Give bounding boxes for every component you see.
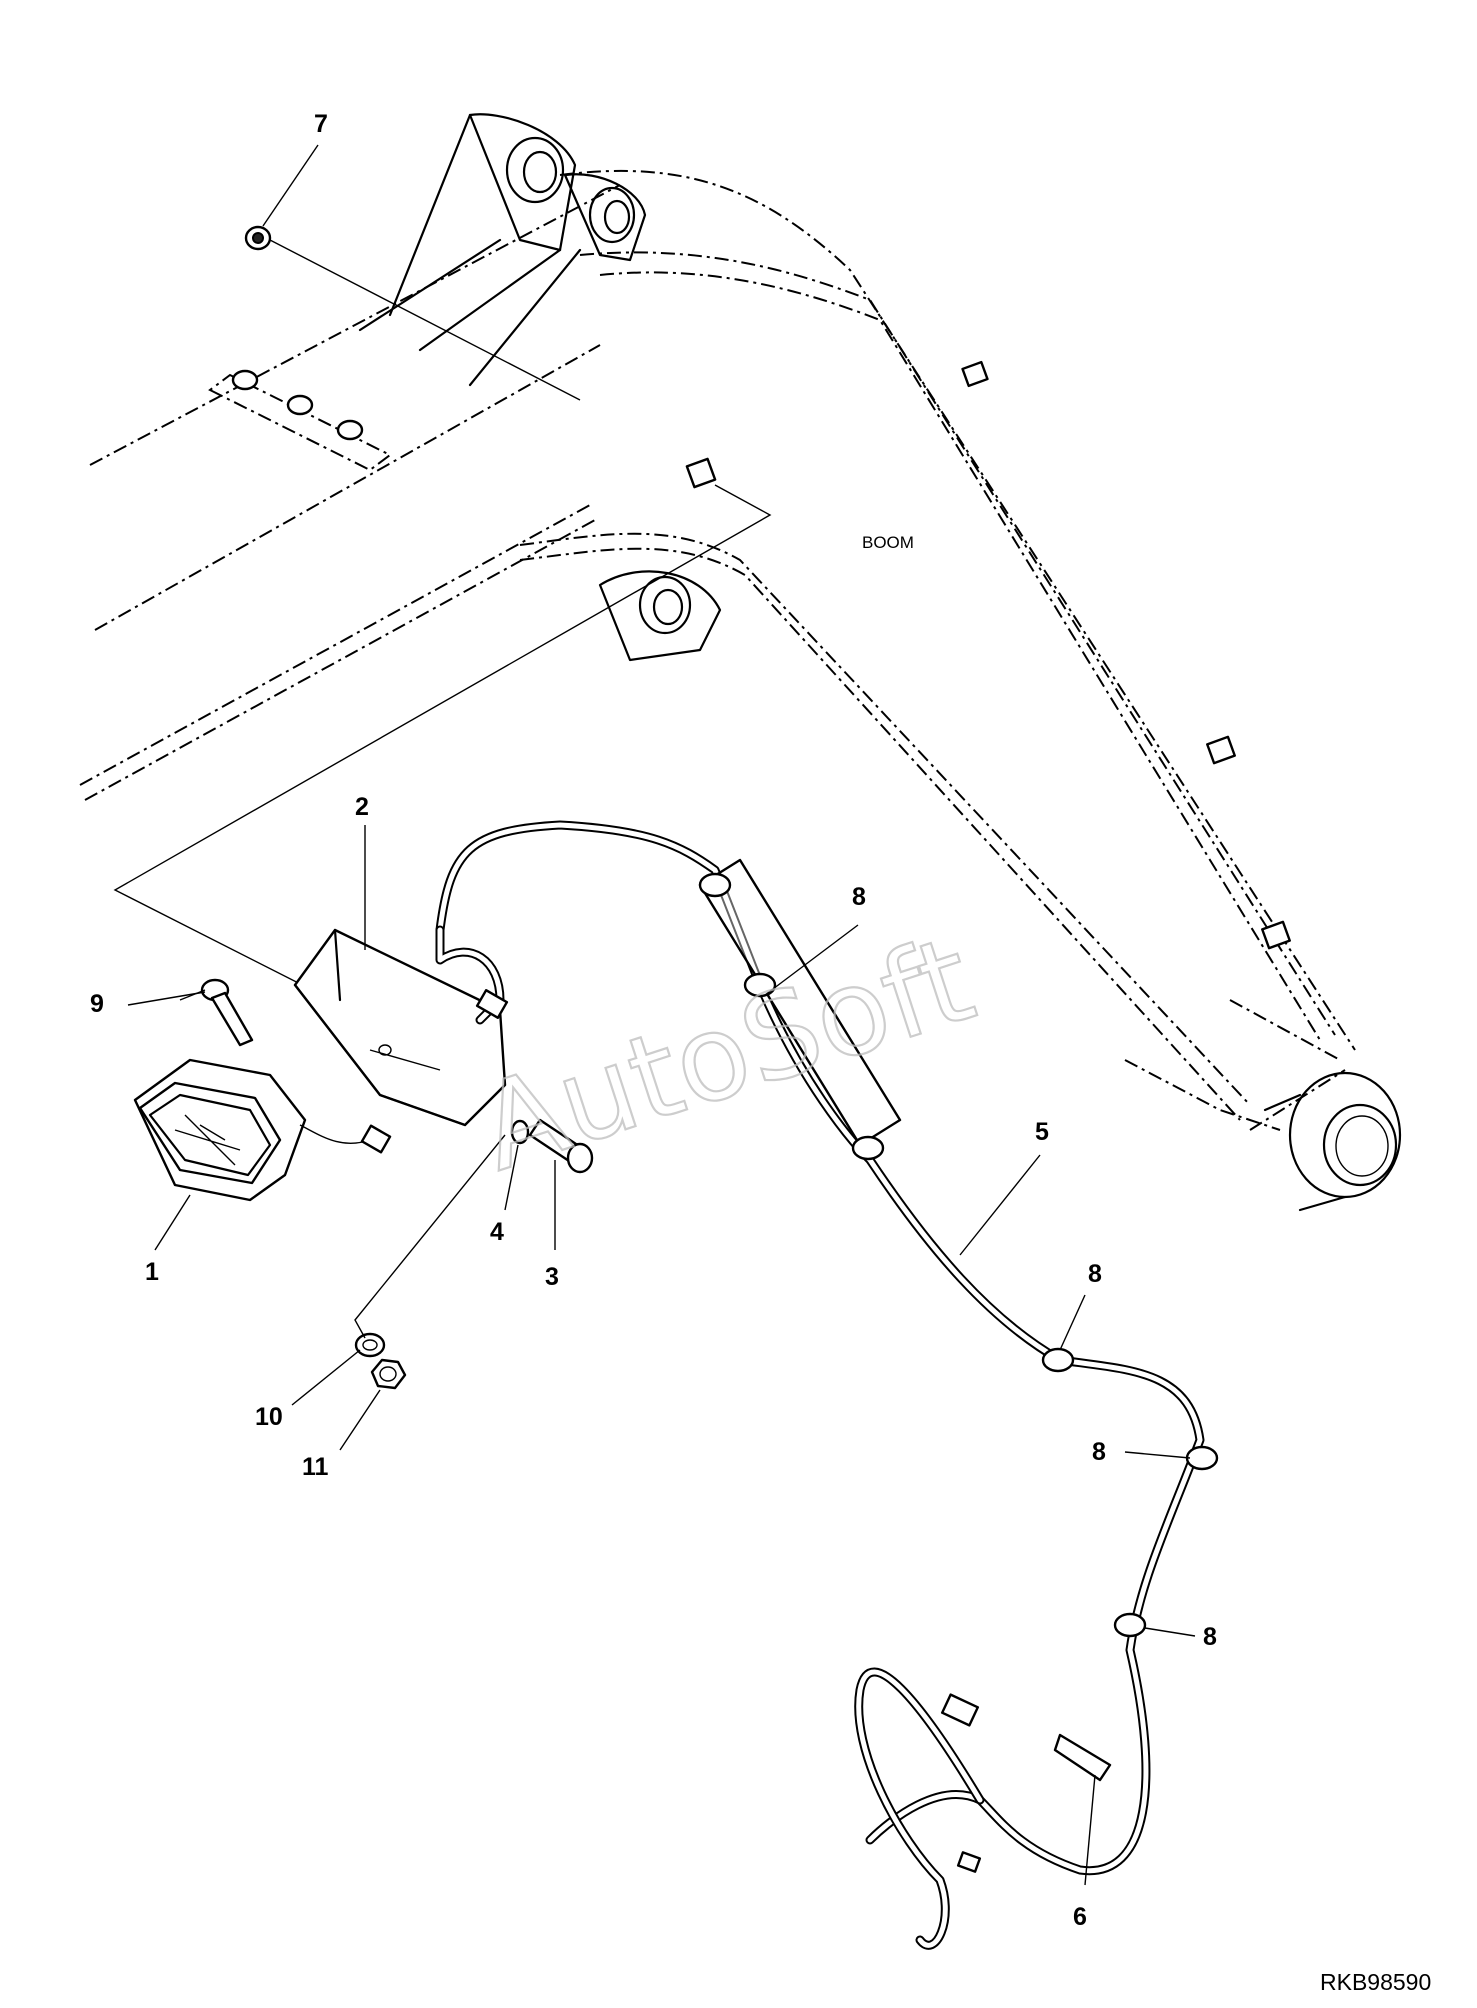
callout-3: 3 (545, 1263, 559, 1291)
boom-label: BOOM (862, 533, 914, 552)
part-8-clamps (698, 872, 1219, 1638)
boom-nose-boss (1263, 1071, 1402, 1212)
part-2-bracket (293, 928, 507, 1127)
part-4-washer (510, 1119, 530, 1145)
part-9-bolt (179, 978, 254, 1047)
part-5-wiring-harness (435, 820, 1205, 1950)
boom-foot-bosses (358, 113, 647, 387)
callout-8-bottom: 8 (1203, 1623, 1217, 1651)
callout-5: 5 (1035, 1118, 1049, 1146)
lamp-bolt-leader (354, 1134, 506, 1339)
foot-plate-bolts (231, 369, 364, 441)
callout-6: 6 (1073, 1903, 1087, 1931)
part-7-screw (244, 144, 581, 401)
callout-11: 11 (302, 1453, 329, 1481)
boom-outline (79, 169, 1356, 1131)
callout-leaders (127, 825, 1196, 1886)
callout-10: 10 (255, 1403, 283, 1431)
harness-connectors (360, 989, 1112, 1873)
callout-8-right: 8 (1092, 1438, 1106, 1466)
harness-cover-plate (698, 858, 902, 1147)
callout-9: 9 (90, 990, 104, 1018)
part-11-nut (370, 1358, 407, 1390)
part-10-washer (354, 1332, 386, 1358)
callout-4: 4 (490, 1218, 504, 1246)
part-1-work-lamp (133, 1058, 371, 1202)
callout-numbers: 1 2 3 4 5 6 7 8 8 8 8 9 10 11 (90, 110, 1217, 1931)
boom-middle-boss (598, 570, 722, 662)
callout-2: 2 (355, 793, 369, 821)
part-3-bolt (528, 1118, 594, 1174)
boom-clips (685, 360, 1291, 950)
drawing-number: RKB98590 (1320, 1969, 1431, 1995)
callout-8-top: 8 (852, 883, 866, 911)
watermark: AutoSoft (464, 910, 989, 1198)
callout-8-middle: 8 (1088, 1260, 1102, 1288)
callout-7: 7 (314, 110, 328, 138)
callout-1: 1 (145, 1258, 159, 1286)
